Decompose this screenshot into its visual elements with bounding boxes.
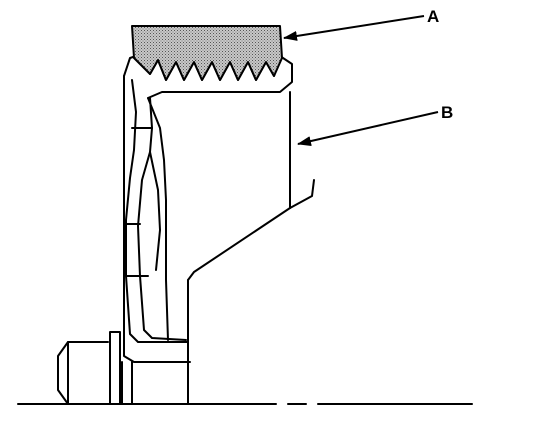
callout-a-label: A — [427, 7, 440, 26]
stippled-spring-element — [131, 25, 283, 81]
seal-lip-profile — [125, 79, 189, 343]
callout-b-label: B — [441, 103, 454, 122]
callout-a-leader — [283, 15, 425, 41]
nut — [57, 331, 133, 405]
callout-b-leader — [297, 111, 439, 146]
seal-housing — [123, 53, 315, 405]
